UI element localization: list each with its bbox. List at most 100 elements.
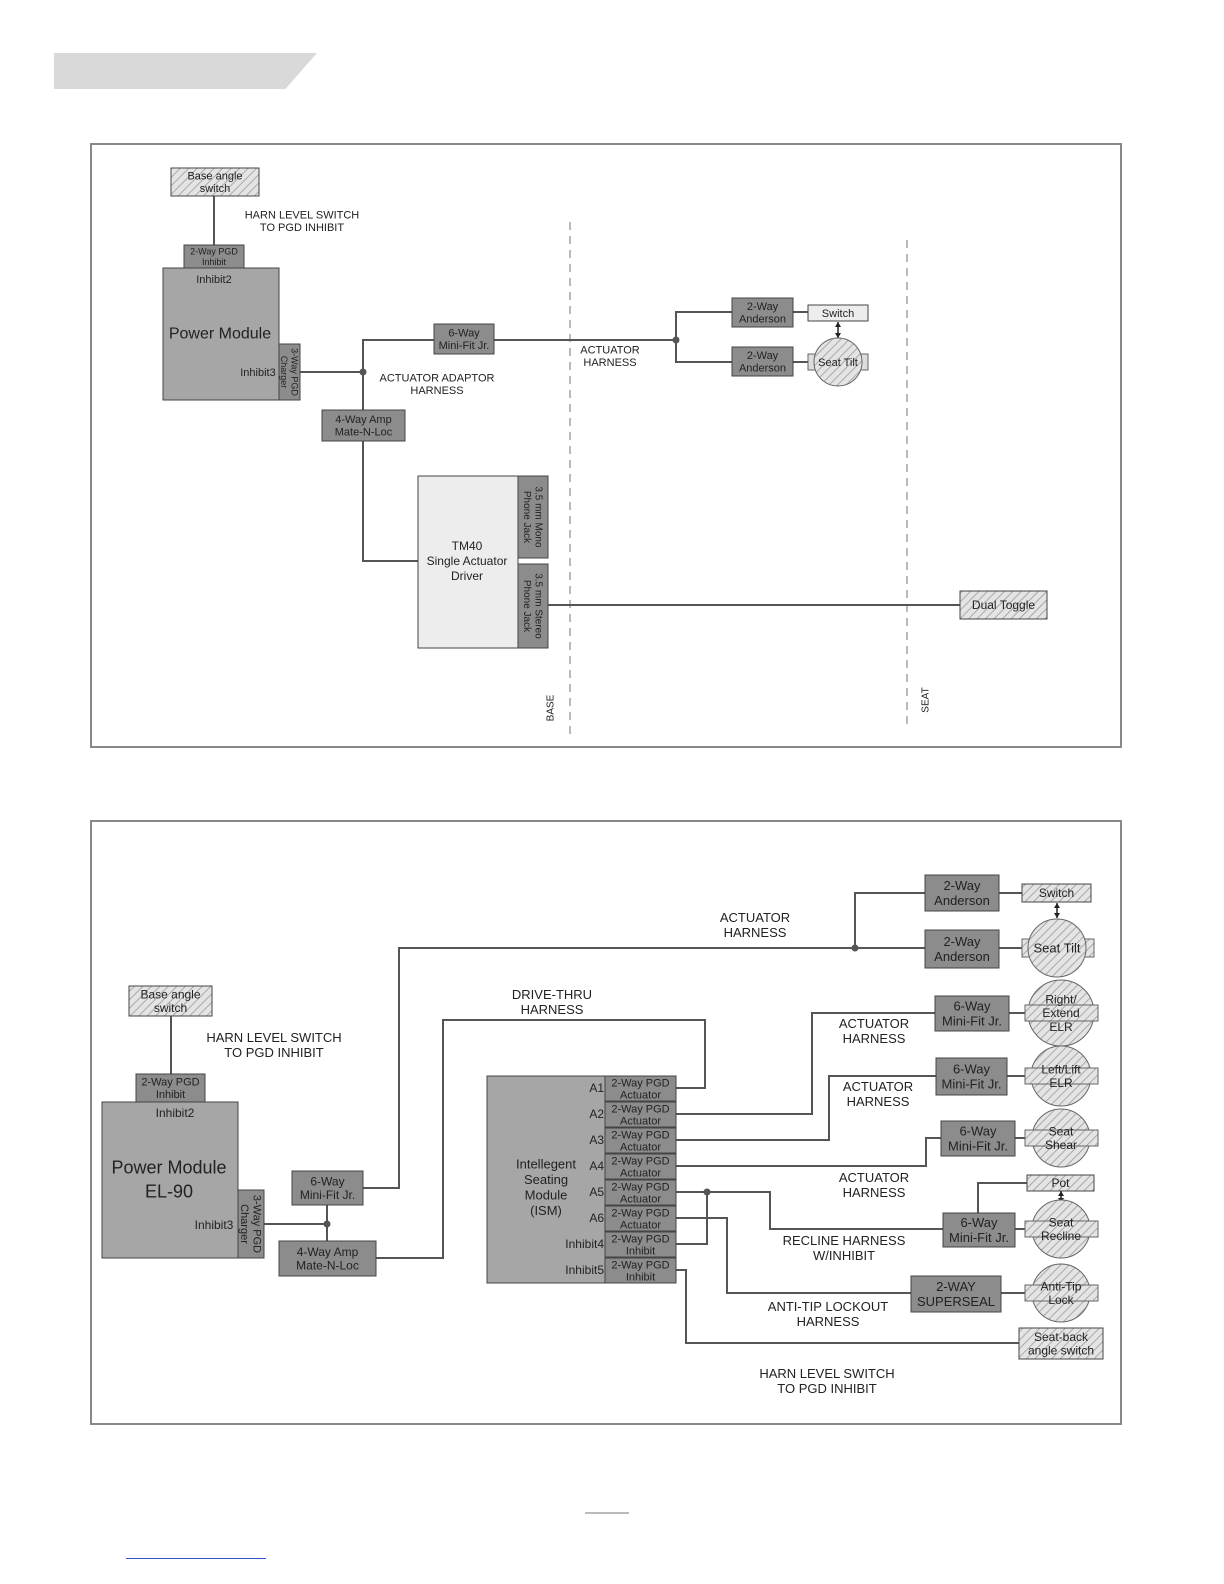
footer-rule (585, 1512, 629, 1514)
wire-actuator-harness-top (363, 947, 925, 1189)
base-region-label: BASE (546, 694, 557, 721)
junction-dot (703, 1188, 711, 1196)
ism-port-label: A1 (589, 1081, 604, 1095)
power-module-label: Power Module (169, 326, 271, 343)
wire-drive-thru (376, 1019, 706, 1259)
seat-shear-bar (1024, 1129, 1099, 1147)
ism-port-connector (604, 1231, 677, 1258)
switch-box (807, 304, 869, 322)
ism-port-connector (604, 1075, 677, 1102)
stereo-jack (517, 563, 549, 649)
base-angle-switch (170, 167, 260, 197)
wire-a5-recline (676, 1191, 943, 1230)
mono-jack-label: 3.5 mm MonoPhone Jack (521, 486, 544, 548)
seat-tilt-actuator-2 (1027, 918, 1087, 978)
junction-dot (323, 1220, 331, 1228)
ism-port-label: A2 (589, 1107, 604, 1121)
section-header-tab (54, 53, 317, 89)
power-module (162, 267, 280, 401)
anti-tip-bar (1024, 1284, 1099, 1302)
charger-connector (278, 343, 301, 401)
minifit-connector (433, 323, 495, 355)
charger-connector-2-label: 3-Way PGDCharger (238, 1195, 263, 1253)
wire-inhibit4-bridge (676, 1192, 708, 1245)
switch-box-2-label: Switch (1039, 886, 1074, 900)
ism-port-connector (604, 1127, 677, 1154)
wire-anderson-top-2 (854, 892, 925, 948)
minifit-connector-a3 (935, 1057, 1008, 1096)
charger-connector-label: 3-Way PGDCharger (279, 348, 299, 396)
wire-a3 (676, 1075, 936, 1141)
anderson-connector-top (731, 297, 794, 328)
ism-port-label: Inhibit4 (565, 1237, 604, 1251)
seat-back-angle-switch (1018, 1327, 1104, 1360)
inhibit3-label: Inhibit3 (240, 367, 275, 379)
wire-adaptor-riser (362, 339, 434, 410)
stereo-jack-label: 3.5 mm StereoPhone Jack (521, 573, 544, 639)
ism-port-connector (604, 1153, 677, 1180)
diagram-panel-1 (90, 143, 1122, 748)
anderson-connector-bottom (731, 346, 794, 377)
ism-port-label: A4 (589, 1159, 604, 1173)
wire-a4 (676, 1137, 941, 1167)
seat-recline-bar (1024, 1220, 1099, 1238)
wire-pot (977, 1182, 1027, 1213)
anderson-connector-top-2 (924, 874, 1000, 912)
minifit-connector-2 (291, 1170, 364, 1206)
switch-box-2 (1021, 883, 1092, 903)
minifit-connector-recline (942, 1212, 1016, 1248)
ism-port-connector (604, 1179, 677, 1206)
seat-tilt-actuator-2-label: Seat Tilt (1034, 941, 1081, 956)
seat-tilt-actuator (813, 337, 863, 387)
wire-a6-antitip (676, 1217, 911, 1294)
diagram-panel-2 (90, 820, 1122, 1425)
anderson-connector-bottom-2 (924, 929, 1000, 969)
switch-box-label: Switch (822, 308, 854, 320)
ampmate-connector-2 (278, 1240, 377, 1277)
dual-toggle-label: Dual Toggle (972, 598, 1035, 612)
junction-dot (851, 944, 859, 952)
mono-jack (517, 475, 549, 559)
superseal-connector (910, 1275, 1002, 1313)
ampmate-connector (321, 409, 406, 442)
dual-toggle (959, 590, 1048, 620)
footer-link-underline (126, 1558, 266, 1559)
ism-port-connector (604, 1205, 677, 1232)
